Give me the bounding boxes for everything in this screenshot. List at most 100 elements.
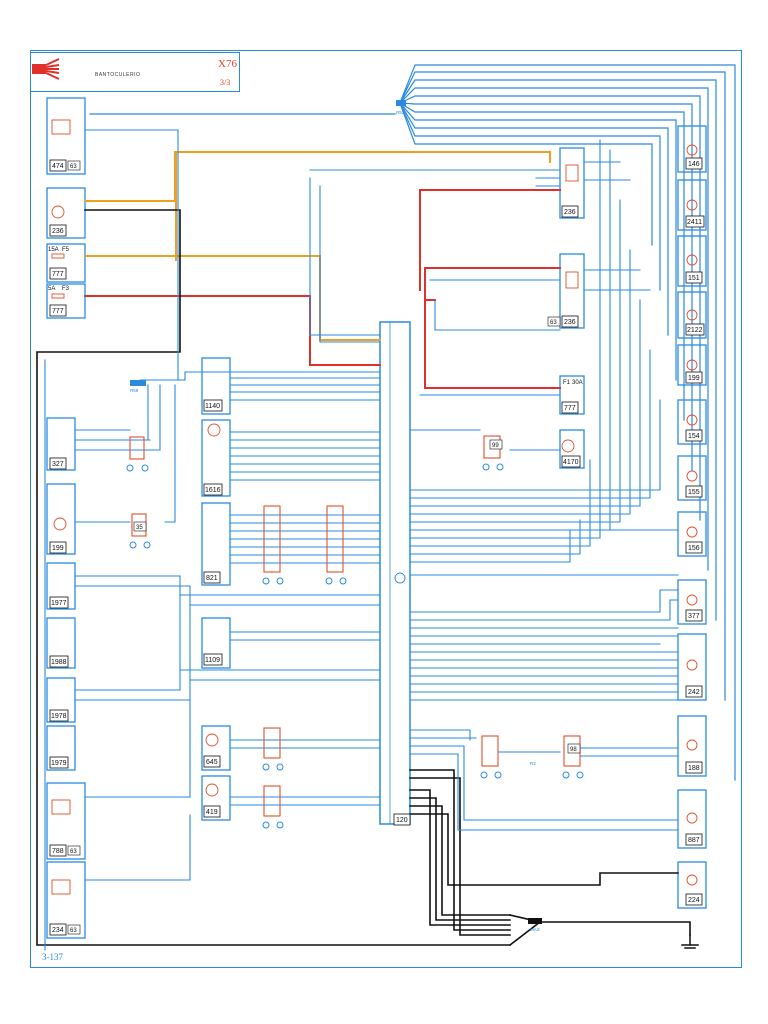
svg-text:R52: R52 — [396, 110, 405, 115]
svg-text:R59: R59 — [130, 388, 139, 393]
fuse-block-2 — [46, 283, 86, 319]
sensor-199-right — [677, 344, 707, 386]
ecu-input-wires — [44, 129, 381, 951]
diagram-frame — [30, 50, 742, 968]
unit-1616 — [201, 419, 231, 497]
label-151: 151 — [688, 275, 700, 282]
label-645: 645 — [206, 759, 218, 766]
label-188: 188 — [688, 765, 700, 772]
svg-text:F5: F5 — [62, 247, 70, 253]
black-wires — [36, 209, 691, 947]
label-419: 419 — [206, 809, 218, 816]
ecu-output-wires — [309, 139, 679, 831]
label-1616: 1616 — [205, 487, 221, 494]
svg-text:R2: R2 — [530, 761, 536, 766]
label-1140: 1140 — [205, 403, 220, 410]
label-242: 242 — [688, 689, 700, 696]
top-wire-bundle — [89, 64, 736, 781]
unit-4170 — [559, 429, 585, 469]
label-120: 120 — [396, 817, 408, 824]
label-1988: 1988 — [51, 659, 67, 666]
unit-224 — [677, 861, 707, 909]
unit-1109 — [201, 617, 231, 669]
switch-234 — [46, 861, 86, 939]
splice-tags: R52 R59 R2 MAS — [130, 110, 540, 932]
unit-1988 — [46, 617, 76, 669]
unit-1979 — [46, 725, 76, 771]
label-199: 199 — [52, 545, 64, 552]
label-777a: 777 — [52, 271, 64, 278]
label-234: 234 — [52, 927, 64, 934]
unit-236-right — [559, 147, 585, 219]
ecu-120 — [379, 321, 411, 825]
sensor-155 — [677, 455, 707, 501]
component-labels: 474 236 777 777 327 199 1977 1988 1978 1… — [49, 157, 705, 936]
label-887: 887 — [688, 837, 700, 844]
label-146: 146 — [688, 161, 700, 168]
label-1109: 1109 — [205, 657, 220, 664]
label-1979: 1979 — [51, 760, 67, 767]
sensor-146 — [677, 125, 707, 173]
label-788: 788 — [52, 848, 64, 855]
label-155: 155 — [688, 489, 700, 496]
label-777b: 777 — [52, 308, 64, 315]
label-1977: 1977 — [51, 600, 67, 607]
orange-wires — [84, 151, 551, 341]
svg-text:63: 63 — [70, 928, 77, 934]
svg-text:35: 35 — [136, 525, 143, 531]
sensor-151 — [677, 235, 707, 287]
label-2411: 2411 — [687, 219, 702, 226]
vehicle-model: X76 — [218, 58, 237, 70]
label-236: 236 — [52, 228, 64, 235]
sensor-377 — [677, 579, 707, 625]
unit-821 — [201, 502, 231, 586]
label-199-right: 199 — [688, 375, 700, 382]
title-block — [30, 52, 240, 92]
svg-text:MAS: MAS — [530, 927, 540, 932]
sensor-236-left — [46, 187, 86, 239]
sensor-154 — [677, 399, 707, 445]
ground-splice — [528, 918, 542, 924]
ground-icon — [681, 934, 699, 949]
svg-text:98: 98 — [570, 747, 577, 753]
label-327: 327 — [52, 461, 64, 468]
switch-474 — [46, 97, 86, 175]
sensor-887 — [677, 789, 707, 849]
svg-text:F1: F1 — [563, 380, 571, 386]
sensor-2411 — [677, 179, 707, 231]
sensor-419 — [201, 775, 231, 821]
fuse-labels: 15A F5 5A F3 F1 30A — [48, 247, 583, 386]
svg-text:63: 63 — [70, 164, 77, 170]
sensor-156 — [677, 511, 707, 557]
sensor-327 — [46, 417, 76, 471]
connector-tags: 63 63 63 63 35 99 98 — [67, 160, 581, 935]
label-377: 377 — [688, 613, 700, 620]
label-1978: 1978 — [51, 713, 67, 720]
manufacturer-logo-icon — [32, 58, 60, 80]
label-2122: 2122 — [687, 327, 703, 334]
sensor-242 — [677, 633, 707, 701]
label-154: 154 — [688, 433, 700, 440]
actuator-188 — [677, 715, 707, 777]
svg-text:99: 99 — [492, 443, 499, 449]
relay-blocks — [129, 435, 581, 817]
unit-1140 — [201, 357, 231, 415]
splice-left — [130, 380, 146, 386]
junction-nodes — [126, 463, 584, 829]
diagram-caption: BANTOCULERIO — [95, 72, 141, 78]
svg-text:F3: F3 — [62, 286, 70, 292]
label-224: 224 — [688, 897, 700, 904]
svg-text:30A: 30A — [572, 380, 583, 386]
unit-236-lower — [559, 253, 585, 329]
label-4170: 4170 — [563, 459, 579, 466]
switch-788 — [46, 782, 86, 860]
fuse-block-1 — [46, 243, 86, 283]
red-wires — [84, 189, 561, 389]
label-821: 821 — [206, 575, 218, 582]
label-236-lower: 236 — [564, 319, 576, 326]
svg-text:63: 63 — [70, 849, 77, 855]
label-777c: 777 — [564, 405, 576, 412]
splice-top — [396, 100, 406, 106]
